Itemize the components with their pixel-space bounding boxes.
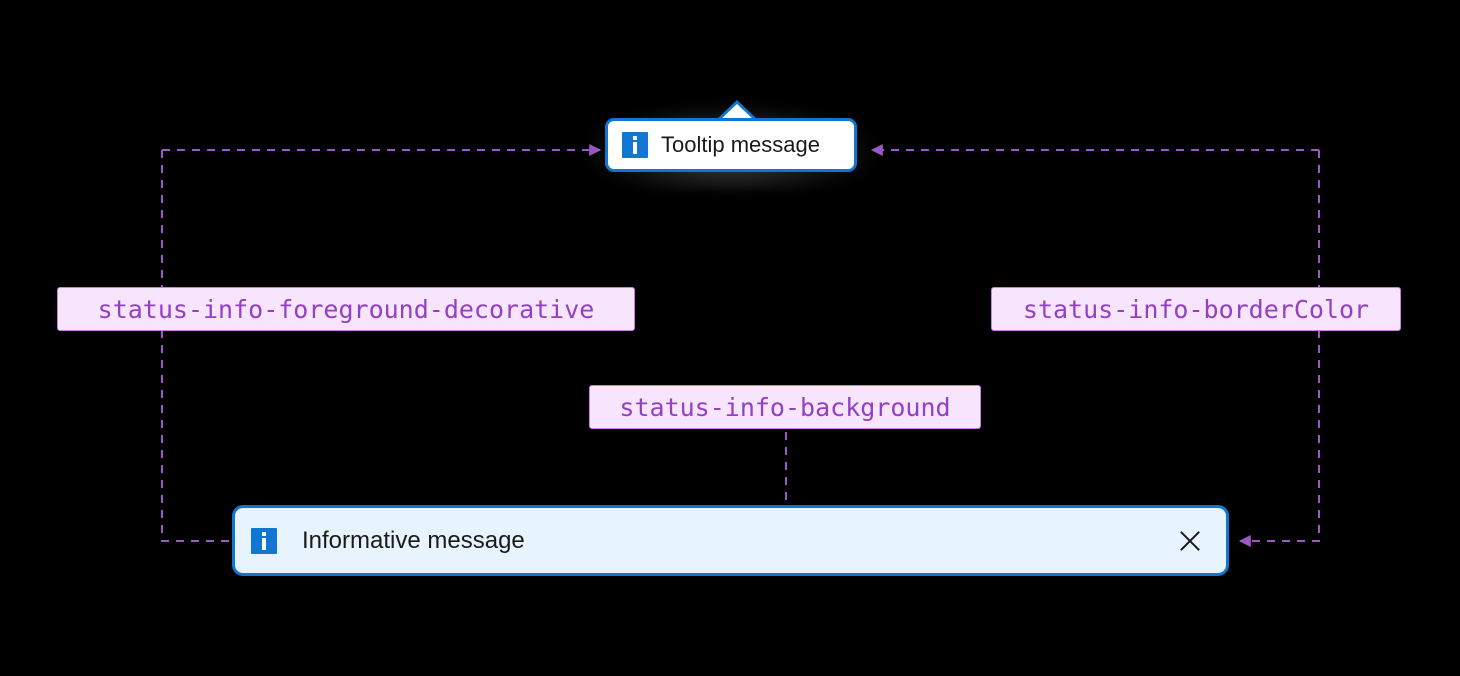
info-icon-stem xyxy=(262,537,266,550)
tooltip-message: Tooltip message xyxy=(661,132,820,157)
info-icon-dot xyxy=(633,136,637,140)
tooltip-caret-inner-icon xyxy=(719,104,755,121)
tooltip-box: Tooltip message xyxy=(605,118,857,172)
connector-foreground-decorative xyxy=(161,144,602,547)
informative-message-text: Informative message xyxy=(302,526,525,554)
token-chip-status-info-background: status-info-background xyxy=(589,385,981,429)
info-icon-dot xyxy=(262,531,266,536)
informative-message-bar: Informative message xyxy=(232,505,1229,576)
info-icon xyxy=(251,527,277,554)
connector-border-color xyxy=(870,144,1320,547)
info-icon-stem xyxy=(633,142,637,154)
token-chip-status-info-bordercolor: status-info-borderColor xyxy=(991,287,1401,331)
tooltip: Tooltip message xyxy=(589,100,873,190)
token-chip-status-info-foreground-decorative: status-info-foreground-decorative xyxy=(57,287,635,331)
close-icon[interactable] xyxy=(1175,526,1205,556)
info-icon xyxy=(622,132,648,158)
